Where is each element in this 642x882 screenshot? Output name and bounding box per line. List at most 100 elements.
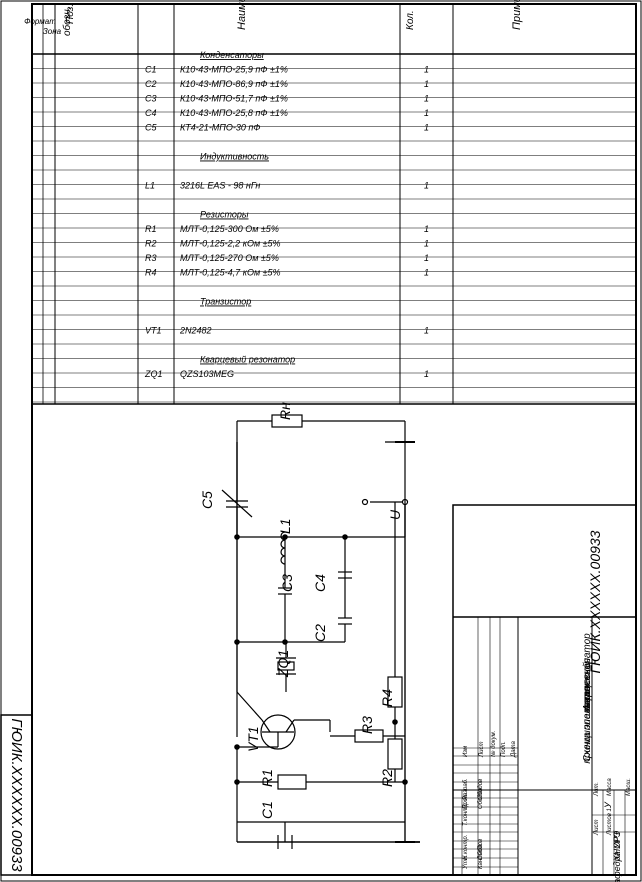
spec-row-heading: Кварцевый резонатор [200, 355, 295, 365]
col-header-desig: обозн. [61, 6, 73, 36]
spec-row-heading: Конденсаторы [200, 50, 264, 60]
title-line2: кварцевый [582, 661, 593, 712]
col-header-pos: Поз. [65, 4, 76, 24]
VT1-collector [261, 719, 271, 733]
name-nkontr: Ободов [478, 839, 484, 860]
name-razrab: Ободов [478, 779, 484, 800]
spec-row-name: МЛТ-0,125-4,7 кОм ±5% [180, 268, 281, 278]
label-C4: C4 [312, 574, 328, 592]
col-header-note: Примечание [511, 0, 523, 30]
spec-row-name: К10-43-МПО-25,8 пФ ±1% [180, 108, 288, 118]
stamp-code: ГЮИК.ХХХХХХ.00933 [8, 718, 25, 872]
label-R3: R3 [359, 716, 375, 734]
role-utv: Утв. [463, 855, 469, 870]
sheet-label: Лист [594, 820, 600, 836]
spec-row-heading: Индуктивность [200, 152, 269, 162]
spec-row-name: 3216L EAS - 98 нГн [180, 181, 260, 191]
spec-row-qty: 1 [424, 79, 429, 89]
lit-label: Лит. [594, 782, 600, 797]
spec-row-qty: 1 [424, 181, 429, 191]
terminal [361, 498, 369, 506]
spec-row-desig: C5 [145, 123, 157, 133]
col-header-qty: Кол. [405, 10, 416, 30]
spec-row-qty: 1 [424, 253, 429, 263]
spec-row-desig: R1 [145, 224, 157, 234]
spec-row-name: К10-43-МПО-25,9 пФ ±1% [180, 65, 288, 75]
label-L1: L1 [277, 518, 293, 534]
org-line1: ХНУРЭ [612, 831, 622, 863]
label-Rn: Rн [277, 402, 293, 420]
spec-row-qty: 1 [424, 108, 429, 118]
spec-row-qty: 1 [424, 268, 429, 278]
spec-row-name: QZS103MEG [180, 369, 234, 379]
inner-frame [31, 3, 637, 876]
schematic-labels: C1 R1 R2 R3 R4 VT1 ZQ1 C2 C3 C4 L1 C5 Rн… [199, 402, 403, 819]
spec-row-name: МЛТ-0,125-300 Ом ±5% [180, 224, 279, 234]
mass-label: Масса [607, 778, 613, 796]
rev-label-doc: № докум. [490, 731, 497, 757]
R2-resistor [387, 738, 403, 770]
role-nkontr: Н.контр. [463, 835, 469, 860]
label-ZQ1: ZQ1 [275, 650, 291, 678]
spec-row-heading: Резисторы [200, 210, 249, 220]
spec-row-name: К10-43-МПО-86,9 пФ ±1% [180, 79, 288, 89]
label-R1: R1 [259, 769, 275, 787]
C5-arrow [221, 489, 253, 518]
spec-row-name: 2N2482 [179, 326, 212, 336]
spec-row-desig: R2 [145, 239, 157, 249]
sheets-label: Листов 1 [607, 808, 613, 836]
L1-inductor-turn [280, 531, 286, 541]
rev-label-izm: Изм [463, 746, 469, 757]
label-C2: C2 [312, 624, 328, 642]
spec-row-qty: 1 [424, 326, 429, 336]
col-header-zone: Зона [43, 27, 62, 36]
spec-row-desig: VT1 [145, 326, 162, 336]
spec-row-qty: 1 [424, 65, 429, 75]
col-header-name: Наименование [236, 0, 248, 30]
label-U: U [387, 509, 403, 520]
role-razrab: Разраб. [463, 778, 469, 800]
spec-row-desig: ZQ1 [144, 369, 163, 379]
spec-row-name: МЛТ-0,125-2,2 кОм ±5% [180, 239, 281, 249]
rev-label-date: Дата [511, 741, 517, 758]
spec-row-name: К10-43-МПО-51,7 пФ ±1% [180, 94, 288, 104]
rotated-code-stamp: ГЮИК.ХХХХХХ.00933 [0, 714, 33, 876]
junction-dot [234, 779, 240, 785]
spec-row-qty: 1 [424, 239, 429, 249]
col-header-format: Формат [24, 17, 56, 26]
wire [236, 691, 263, 721]
spec-row-desig: C3 [145, 94, 157, 104]
doc-code: ГЮИК.ХХХХХХ.00933 [587, 530, 603, 673]
junction-dot [234, 744, 240, 750]
title-block: Изм Лист № докум. Подп. Дата Разраб. Про… [452, 504, 637, 882]
junction-dot [282, 639, 288, 645]
title-line1: Автогенератор [582, 633, 593, 712]
name-utv: Кандыба [478, 844, 484, 869]
label-C1: C1 [259, 801, 275, 819]
name-prov: Ободов [478, 788, 484, 809]
label-VT1: VT1 [245, 726, 261, 752]
spec-row-qty: 1 [424, 224, 429, 234]
org-line2: Кафедра ОРТ [612, 829, 622, 882]
title-line3: Схема электрическая [582, 657, 593, 762]
spec-row-desig: C4 [145, 108, 157, 118]
junction-dot [234, 639, 240, 645]
role-prov: Пров. [463, 793, 469, 809]
label-R2: R2 [379, 769, 395, 787]
circuit [221, 414, 415, 849]
spec-row-qty: 1 [424, 123, 429, 133]
scale-label: Масш. [626, 778, 632, 796]
rev-grid [453, 617, 518, 875]
junction-dot [342, 534, 348, 540]
spec-row-heading: Транзистор [200, 297, 251, 307]
title-line4: принципиальная [582, 686, 593, 764]
junction-dot [282, 534, 288, 540]
spec-row-name: КТ4-21-МПО-30 пФ [180, 123, 260, 133]
spec-row-qty: 1 [424, 94, 429, 104]
